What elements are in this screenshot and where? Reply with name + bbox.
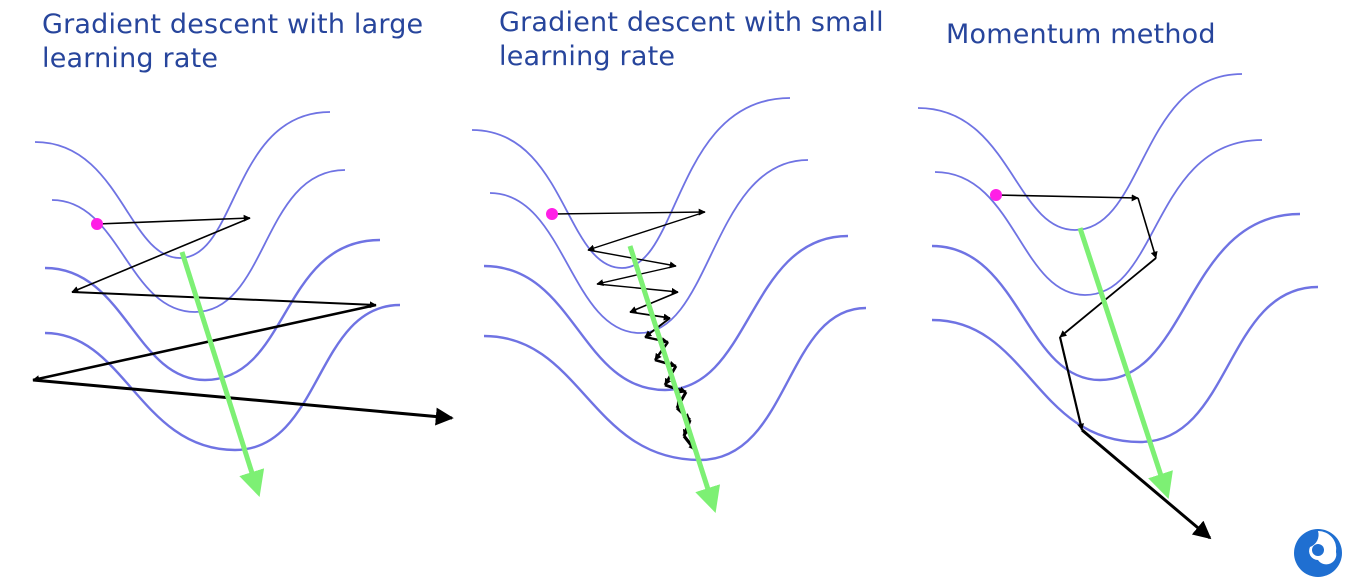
contour-line [483,234,849,392]
start-point [546,208,558,220]
contour-line [44,238,381,382]
panel-3-title: Momentum method [946,19,1216,50]
panel-3-diagram [917,73,1319,540]
contour-line [471,97,791,269]
contour-line [34,111,331,259]
brand-logo-icon [1294,529,1342,577]
step-arrow [596,283,679,295]
gradient-arrow [179,251,265,497]
contour-line [931,285,1319,444]
momentum-path [1058,336,1084,431]
gradient-arrow [1077,227,1173,499]
step-arrow [71,217,251,293]
step-arrow [32,378,454,426]
panel-1-title: Gradient descent with large learning rat… [42,9,424,74]
momentum-path [1081,428,1212,540]
momentum-path [1137,197,1158,259]
panel-1-contours [34,111,401,452]
step-arrow [96,214,251,225]
step-arrow [629,291,679,313]
panel-1-descent-path [32,214,454,426]
step-arrow [71,291,377,309]
step-arrow [644,335,669,345]
momentum-path [995,194,1139,202]
start-point [91,218,103,230]
momentum-path [1059,257,1157,338]
contour-line [917,73,1243,231]
contour-line [934,139,1263,296]
panel-1-diagram [32,111,454,497]
contour-line [44,303,401,452]
step-arrow [551,208,706,216]
contour-line [51,169,346,313]
step-arrow [596,265,677,287]
contour-line [931,212,1301,382]
panel-2-diagram [471,97,867,513]
gradient-arrow [627,245,721,513]
step-arrow [587,211,706,252]
step-arrow [32,303,377,383]
contour-line [489,159,809,334]
start-point [990,189,1002,201]
panel-2-contours [471,97,867,462]
panel-3-descent-path [995,194,1212,540]
panel-3-contours [917,73,1319,444]
panel-2-title: Gradient descent with small learning rat… [499,7,884,72]
